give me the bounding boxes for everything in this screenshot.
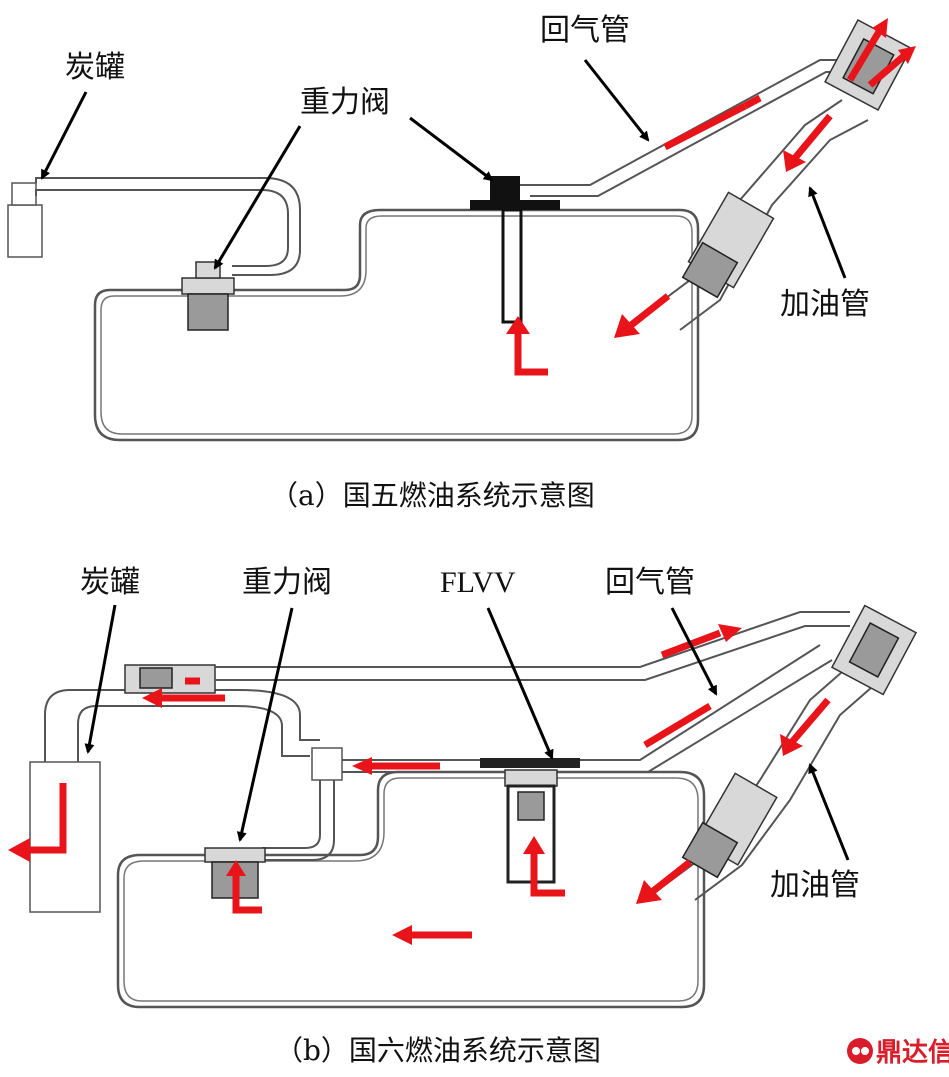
caption-a: （a）国五燃油系统示意图 xyxy=(270,479,595,512)
flow-arrow-cap-a2 xyxy=(867,52,908,88)
pointer-flvv-b xyxy=(486,607,554,760)
pointer-filler-pipe-b xyxy=(808,763,850,861)
purge-valve-b xyxy=(124,664,216,694)
vent-pipe-a xyxy=(520,59,840,186)
pointer-vent-pipe-a xyxy=(583,59,650,142)
flow-arrow-vapor-up-a xyxy=(514,330,548,376)
label-filler-pipe-a: 加油管 xyxy=(780,287,870,322)
pointer-vent-pipe-b xyxy=(670,607,718,696)
flow-arrow-cap-a1 xyxy=(846,28,884,82)
diagram-b: 炭罐 重力阀 FLVV 回气管 加油管 （b）国六燃油系统示意图 xyxy=(8,565,918,1067)
pointer-filler-pipe-a xyxy=(808,186,847,279)
flow-arrow-filler-b1 xyxy=(789,697,831,745)
label-gravity-valve-b: 重力阀 xyxy=(242,565,332,600)
gravity-valve-a xyxy=(181,261,235,331)
flow-arrow-filler-a2 xyxy=(627,293,671,329)
caption-b: （b）国六燃油系统示意图 xyxy=(275,1034,601,1067)
canister-a xyxy=(7,204,43,258)
flow-arrow-vent-a xyxy=(663,102,747,151)
pointer-gravity-valve-b xyxy=(236,607,294,842)
flow-arrow-gravity-valve-b xyxy=(232,872,262,914)
flow-arrow-vent-b2 xyxy=(643,702,712,749)
label-canister-b: 炭罐 xyxy=(80,565,140,600)
junction-b xyxy=(311,747,343,781)
fuel-tank-a xyxy=(93,208,700,442)
label-filler-pipe-b: 加油管 xyxy=(770,868,860,903)
label-vent-pipe-a: 回气管 xyxy=(540,13,630,48)
flow-arrow-canister-b xyxy=(28,783,67,854)
vent-pipe-b xyxy=(215,611,850,668)
label-flvv-b: FLVV xyxy=(440,566,516,599)
fuel-tank-b xyxy=(116,770,706,1009)
diagram-a: 炭罐 重力阀 回气管 加油管 （a）国五燃油系统示意图 xyxy=(7,13,916,512)
watermark: 鼎达信 xyxy=(847,1038,949,1068)
label-vent-pipe-b: 回气管 xyxy=(605,565,695,600)
pointer-gravity-valve-a xyxy=(213,125,302,270)
flow-arrow-filler-b2 xyxy=(649,859,693,895)
pointer-canister-a xyxy=(40,91,88,180)
watermark-text: 鼎达信 xyxy=(876,1038,949,1068)
label-gravity-valve-a: 重力阀 xyxy=(300,85,390,120)
filler-neck-a xyxy=(681,18,912,299)
flow-arrow-flvv-b xyxy=(530,850,565,897)
filler-neck-b xyxy=(681,604,918,879)
label-canister-a: 炭罐 xyxy=(65,50,125,85)
pointer-canister-b xyxy=(84,604,117,754)
vent-valve-a xyxy=(470,176,560,324)
pointer-vent-valve-a xyxy=(409,116,494,182)
flow-arrow-filler-a1 xyxy=(792,113,833,161)
flvv-valve-b xyxy=(480,758,580,884)
